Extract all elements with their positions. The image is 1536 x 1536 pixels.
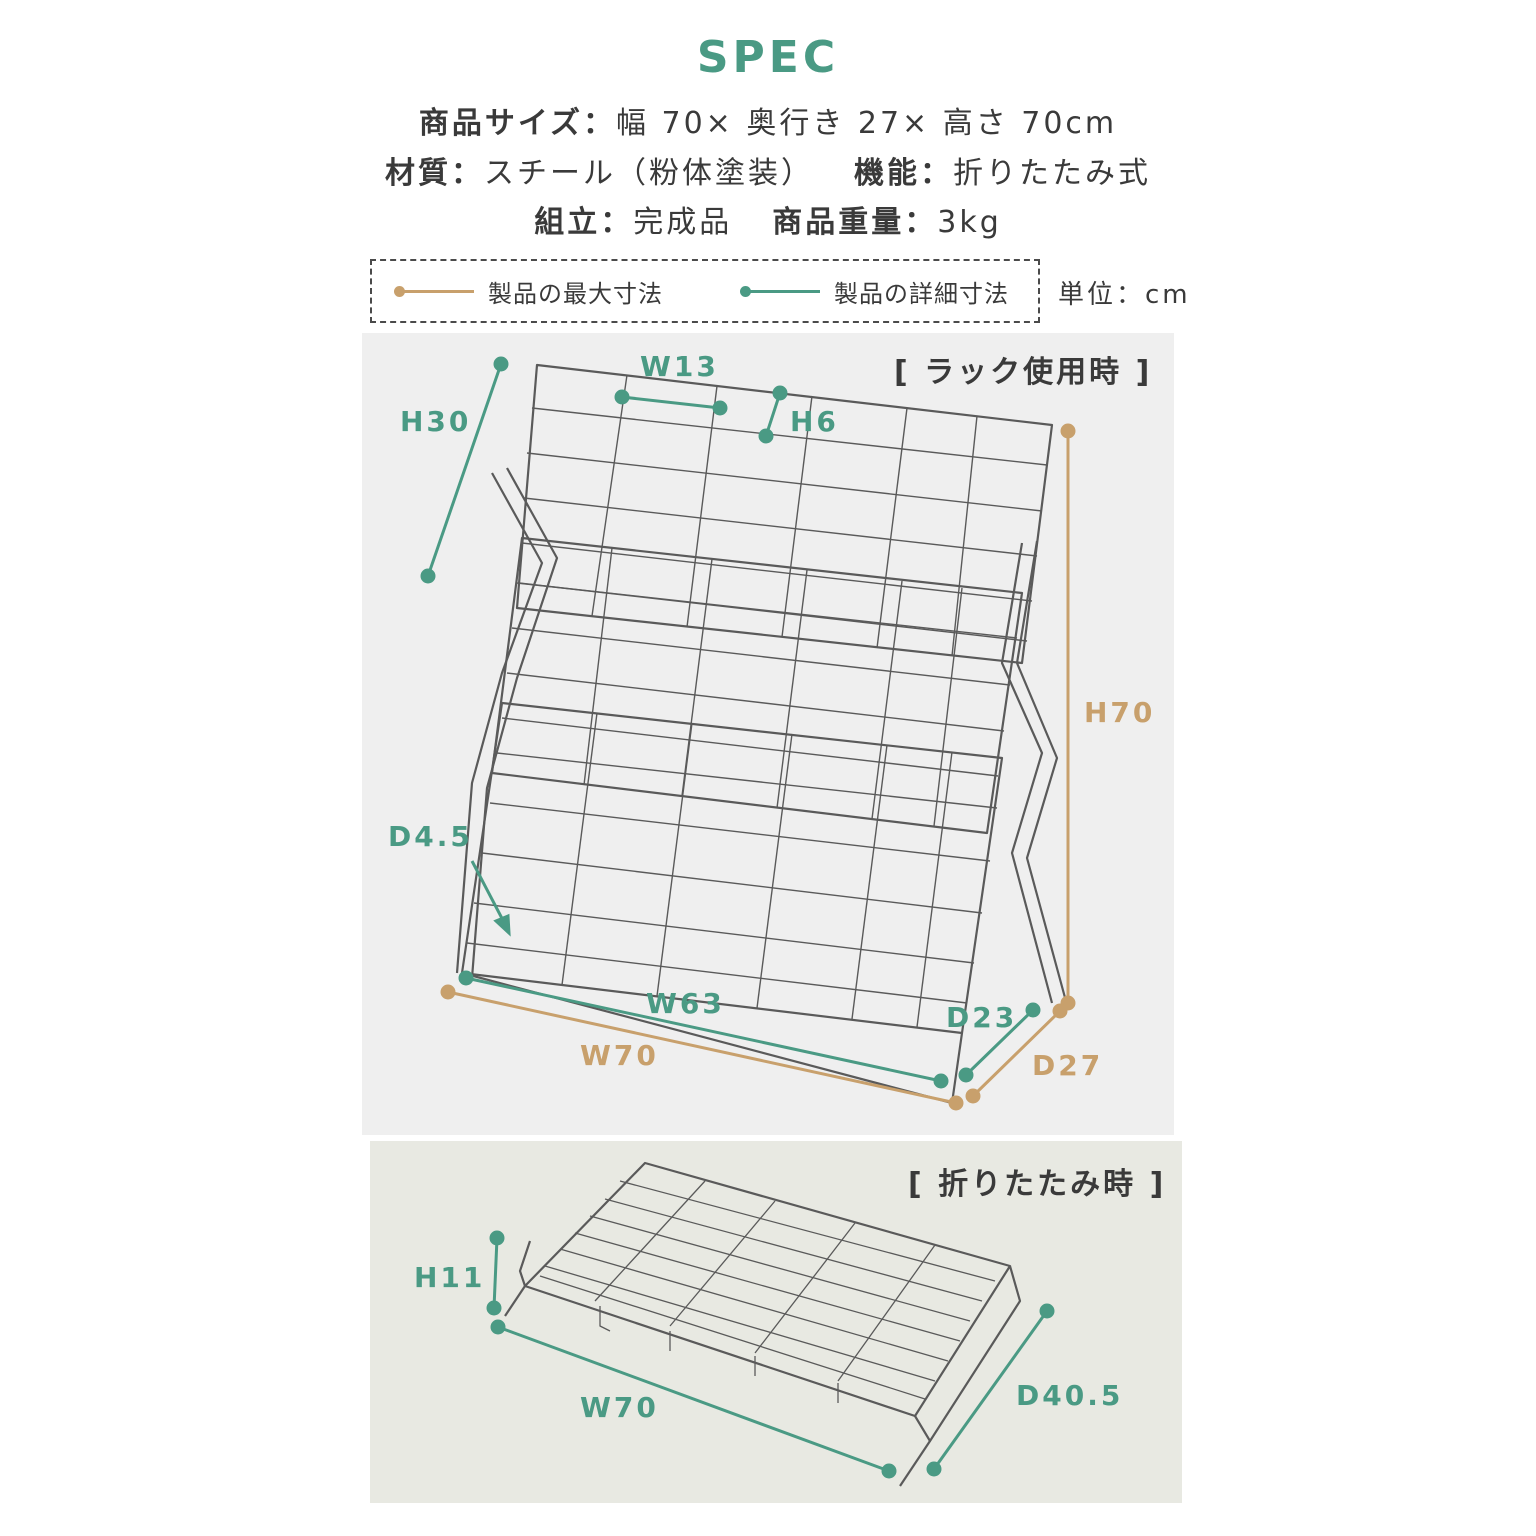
rack-illustration bbox=[420, 356, 1076, 1111]
rack-in-use-panel: [ ラック使用時 ] H30 W13 H6 H70 D4.5 W63 W70 D… bbox=[362, 333, 1174, 1135]
weight-label: 商品重量： bbox=[772, 205, 938, 240]
dim-d23: D23 bbox=[946, 1001, 1018, 1034]
legend-item-detail: 製品の詳細寸法 bbox=[740, 261, 1009, 321]
dim-h11: H11 bbox=[414, 1261, 486, 1294]
dim-w63: W63 bbox=[646, 987, 725, 1020]
dim-h70: H70 bbox=[1084, 696, 1156, 729]
unit-label: 単位：cm bbox=[1058, 280, 1191, 310]
dim-folded-w70: W70 bbox=[580, 1391, 659, 1424]
dim-d4-5: D4.5 bbox=[388, 820, 473, 853]
size-label: 商品サイズ： bbox=[418, 106, 616, 141]
detail-dimension-line-icon bbox=[740, 285, 820, 297]
assembly-value: 完成品 bbox=[633, 205, 733, 240]
legend-box: 製品の最大寸法 製品の詳細寸法 bbox=[370, 259, 1040, 323]
folded-panel: [ 折りたたみ時 ] H11 W70 D40.5 bbox=[370, 1141, 1182, 1503]
dim-d27: D27 bbox=[1032, 1049, 1104, 1082]
rack-panel-title: [ ラック使用時 ] bbox=[894, 355, 1153, 390]
legend-detail-label: 製品の詳細寸法 bbox=[834, 279, 1009, 308]
legend-item-max: 製品の最大寸法 bbox=[394, 261, 663, 321]
spec-size-line: 商品サイズ：幅 70× 奥行き 27× 高さ 70cm bbox=[0, 98, 1536, 142]
max-dimension-line-icon bbox=[394, 285, 474, 297]
dim-w70: W70 bbox=[580, 1039, 659, 1072]
spec-material-line: 材質：スチール（粉体塗装） 機能：折りたたみ式 bbox=[0, 148, 1536, 192]
legend-max-label: 製品の最大寸法 bbox=[488, 279, 663, 308]
spec-title: SPEC bbox=[696, 32, 840, 83]
folded-rack-illustration bbox=[486, 1161, 1055, 1487]
folded-panel-title: [ 折りたたみ時 ] bbox=[908, 1167, 1167, 1202]
assembly-label: 組立： bbox=[534, 205, 634, 240]
dim-w13: W13 bbox=[640, 350, 719, 383]
size-value: 幅 70× 奥行き 27× 高さ 70cm bbox=[615, 106, 1118, 141]
dim-h30: H30 bbox=[400, 405, 472, 438]
spec-assembly-line: 組立：完成品 商品重量：3kg bbox=[0, 197, 1536, 241]
material-label: 材質： bbox=[385, 156, 484, 191]
material-value: スチール（粉体塗装） bbox=[484, 156, 814, 191]
function-label: 機能： bbox=[854, 156, 953, 191]
weight-value: 3kg bbox=[937, 205, 1002, 240]
function-value: 折りたたみ式 bbox=[953, 156, 1151, 191]
dim-h6: H6 bbox=[790, 405, 839, 438]
dim-d40-5: D40.5 bbox=[1016, 1379, 1124, 1412]
